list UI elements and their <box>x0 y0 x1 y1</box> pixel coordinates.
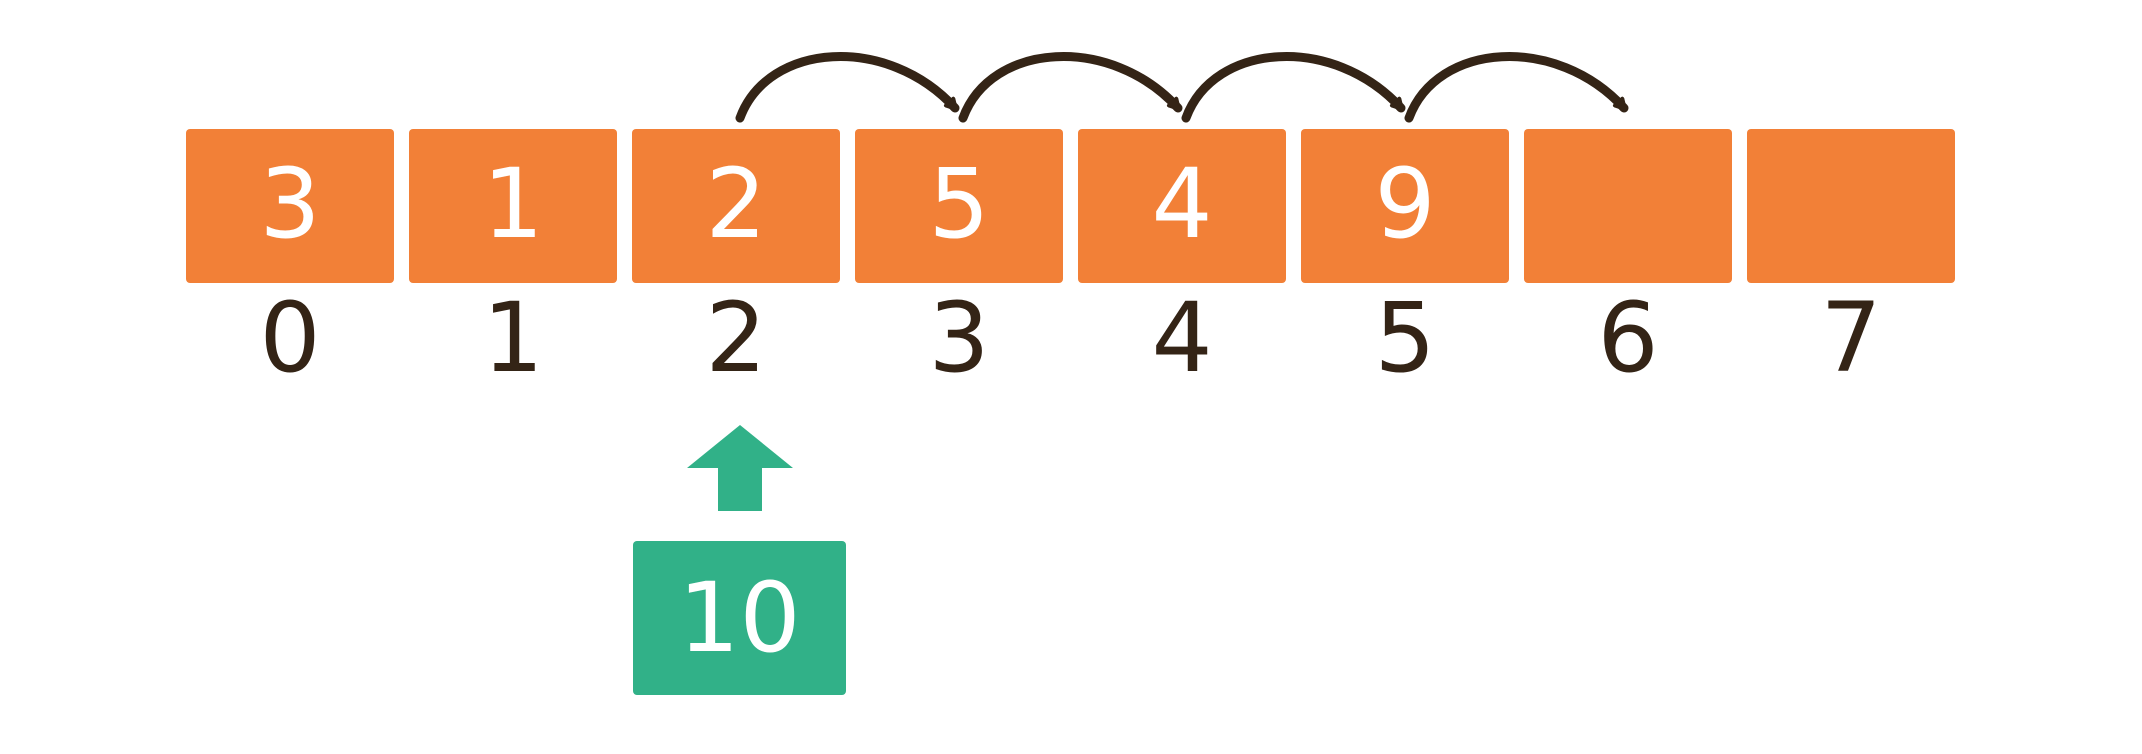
array-cell: 4 <box>1078 129 1286 283</box>
array-cell <box>1747 129 1955 283</box>
array-cell: 2 <box>632 129 840 283</box>
curved-arrow-icon <box>735 52 960 123</box>
array-cell: 3 <box>186 129 394 283</box>
cell-value: 5 <box>928 148 990 260</box>
curved-arrow-icon <box>1404 52 1629 123</box>
array-index-label: 3 <box>928 282 990 394</box>
new-value-box: 10 <box>633 541 846 695</box>
cell-value: 9 <box>1374 148 1436 260</box>
up-arrow-icon <box>687 425 793 511</box>
array-cell: 5 <box>855 129 1063 283</box>
shift-arrows <box>735 52 1629 123</box>
array-index-label: 2 <box>705 282 767 394</box>
array-cell: 9 <box>1301 129 1509 283</box>
curved-arrow-icon <box>958 52 1183 123</box>
array-index-label: 1 <box>482 282 544 394</box>
new-value-text: 10 <box>678 562 801 674</box>
cell-value: 2 <box>705 148 767 260</box>
array-index-label: 5 <box>1374 282 1436 394</box>
array-index-label: 0 <box>259 282 321 394</box>
array-cell: 1 <box>409 129 617 283</box>
array-index-label: 4 <box>1151 282 1213 394</box>
cell-value: 4 <box>1151 148 1213 260</box>
curved-arrow-icon <box>1181 52 1406 123</box>
array-index-label: 7 <box>1820 282 1882 394</box>
array-cell <box>1524 129 1732 283</box>
cell-value: 3 <box>259 148 321 260</box>
cell-value: 1 <box>482 148 544 260</box>
array-index-label: 6 <box>1597 282 1659 394</box>
